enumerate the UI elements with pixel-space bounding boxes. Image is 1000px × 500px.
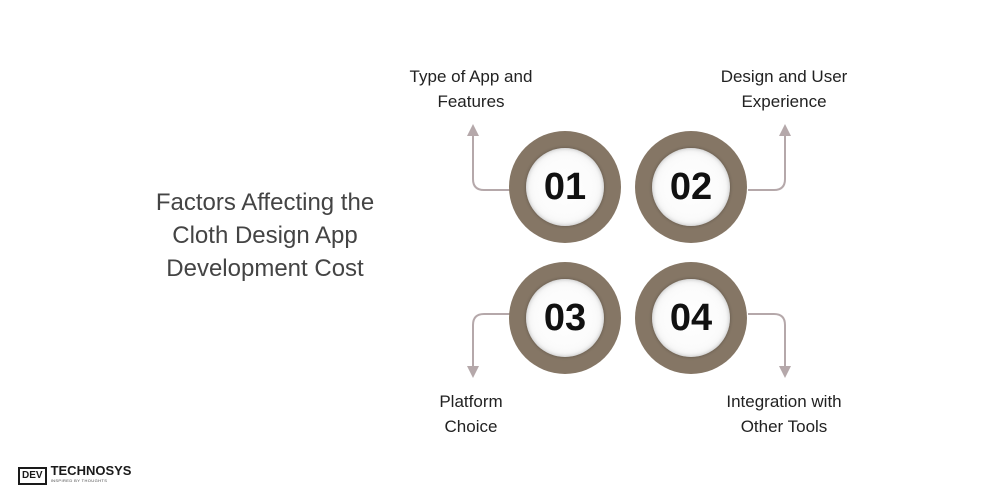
- factor-number-04: 04: [652, 279, 730, 357]
- factor-label-03-line2: Choice: [444, 417, 498, 436]
- arrowhead-02: [779, 124, 791, 136]
- factor-label-02-line1: Design and User: [720, 67, 848, 86]
- connector-04: [748, 313, 786, 370]
- arrowhead-04: [779, 366, 791, 378]
- logo-wordmark: TECHNOSYS: [50, 463, 132, 478]
- factor-circle-04: 04: [635, 262, 747, 374]
- factor-label-04: Integration with Other Tools: [689, 389, 879, 439]
- factor-label-04-line1: Integration with: [726, 392, 842, 411]
- arrowhead-03: [467, 366, 479, 378]
- brand-logo: DEV TECHNOSYS INSPIRED BY THOUGHTS: [18, 463, 132, 486]
- factor-number-03: 03: [526, 279, 604, 357]
- logo-text: TECHNOSYS INSPIRED BY THOUGHTS: [50, 463, 132, 486]
- diagram-title: Factors Affecting the Cloth Design App D…: [155, 189, 375, 282]
- factor-number-02: 02: [652, 148, 730, 226]
- arrowhead-01: [467, 124, 479, 136]
- logo-tagline: INSPIRED BY THOUGHTS: [50, 478, 108, 483]
- factor-label-03-line1: Platform: [439, 392, 503, 411]
- factor-label-02-line2: Experience: [741, 92, 827, 111]
- connector-01: [472, 132, 510, 191]
- factor-label-04-line2: Other Tools: [740, 417, 828, 436]
- factor-label-01-line1: Type of App and: [409, 67, 533, 86]
- factor-label-02: Design and User Experience: [689, 64, 879, 114]
- factor-circle-01: 01: [509, 131, 621, 243]
- factor-label-03: Platform Choice: [376, 389, 566, 439]
- factor-label-01: Type of App and Features: [376, 64, 566, 114]
- connector-03: [472, 313, 510, 370]
- logo-mark: DEV: [18, 467, 47, 485]
- factor-number-01: 01: [526, 148, 604, 226]
- factor-circle-02: 02: [635, 131, 747, 243]
- factor-circle-03: 03: [509, 262, 621, 374]
- connector-02: [748, 132, 786, 191]
- factor-label-01-line2: Features: [437, 92, 505, 111]
